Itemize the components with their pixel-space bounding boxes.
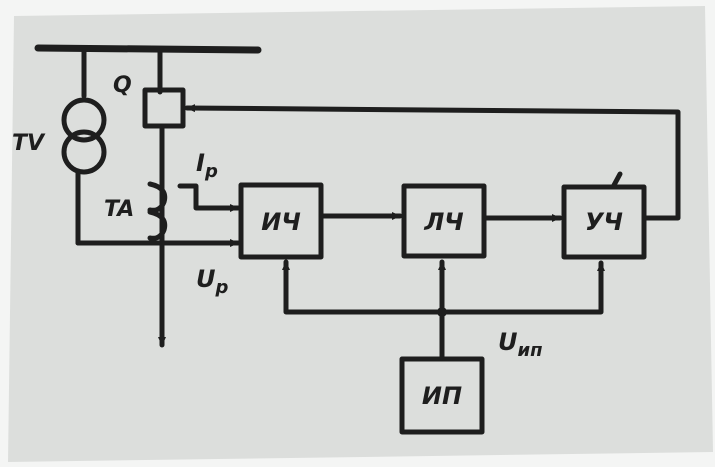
label-q: Q: [113, 73, 132, 98]
block-uch: [561, 184, 647, 260]
feedback-to-breaker: [184, 104, 681, 221]
ip-to-ich-arrow: [282, 259, 445, 315]
label-current-ip: Iр: [196, 149, 218, 182]
label-current-ip-sub: р: [204, 161, 218, 182]
block-ich-label: ИЧ: [261, 208, 300, 236]
label-voltage-up: Uр: [196, 265, 229, 298]
current-ip-line: [177, 183, 241, 212]
block-ip-label: ИП: [422, 382, 462, 410]
ta-coil-lower: [147, 209, 168, 241]
label-voltage-uip: Uип: [498, 328, 543, 361]
block-lch-label: ЛЧ: [423, 208, 463, 236]
tv-winding-lower: [61, 129, 107, 175]
busbar: [34, 44, 262, 54]
block-uch-label: УЧ: [585, 208, 623, 236]
label-current-ip-main: I: [196, 149, 205, 177]
tv-winding-upper: [61, 97, 107, 143]
label-voltage-uip-main: U: [498, 328, 518, 356]
label-tv: TV: [12, 131, 46, 156]
block-ich: [238, 182, 324, 260]
label-voltage-up-main: U: [196, 265, 216, 293]
label-voltage-uip-sub: ип: [518, 340, 543, 361]
uch-input-tick: [610, 171, 623, 190]
block-lch: [401, 183, 487, 259]
supply-junction-dot: [437, 307, 447, 317]
ta-coil-upper: [147, 181, 168, 213]
label-ta: TA: [104, 197, 134, 222]
ip-to-uch-arrow: [439, 260, 605, 315]
label-voltage-up-sub: р: [215, 277, 229, 298]
